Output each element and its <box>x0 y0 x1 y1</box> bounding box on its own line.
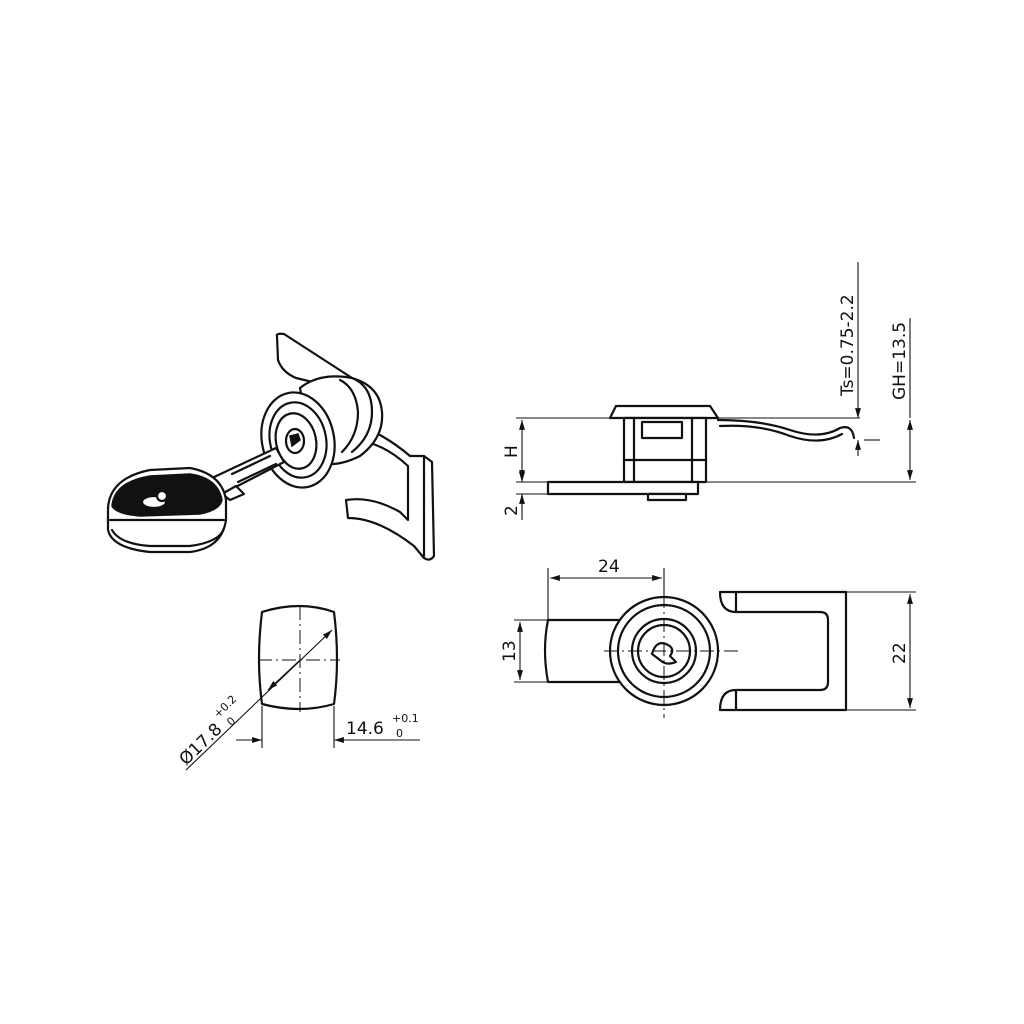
dim-22-label: 22 <box>890 642 910 664</box>
dim-width-tol-upper: +0.1 <box>392 712 419 725</box>
dim-ts-label: Ts=0.75-2.2 <box>838 294 858 397</box>
dim-width-label: 14.6 <box>346 719 384 739</box>
dim-width-tol-lower: 0 <box>396 727 403 740</box>
dim-diameter-tol-upper: +0.2 <box>211 693 239 721</box>
dim-gh-label: GH=13.5 <box>890 322 910 400</box>
isometric-view <box>106 332 436 561</box>
cutout-view: 14.6 +0.1 0 Ø17.8 +0.2 0 <box>176 604 420 771</box>
dim-diameter-label: Ø17.8 <box>176 720 227 770</box>
dim-h-label: H <box>502 445 522 458</box>
dim-13-label: 13 <box>500 640 520 662</box>
side-view: H 2 Ts=0.75-2.2 GH=13.5 <box>502 262 916 520</box>
front-view: 24 13 22 <box>500 557 916 718</box>
dim-2-label: 2 <box>502 505 522 516</box>
dim-24-label: 24 <box>598 557 620 577</box>
